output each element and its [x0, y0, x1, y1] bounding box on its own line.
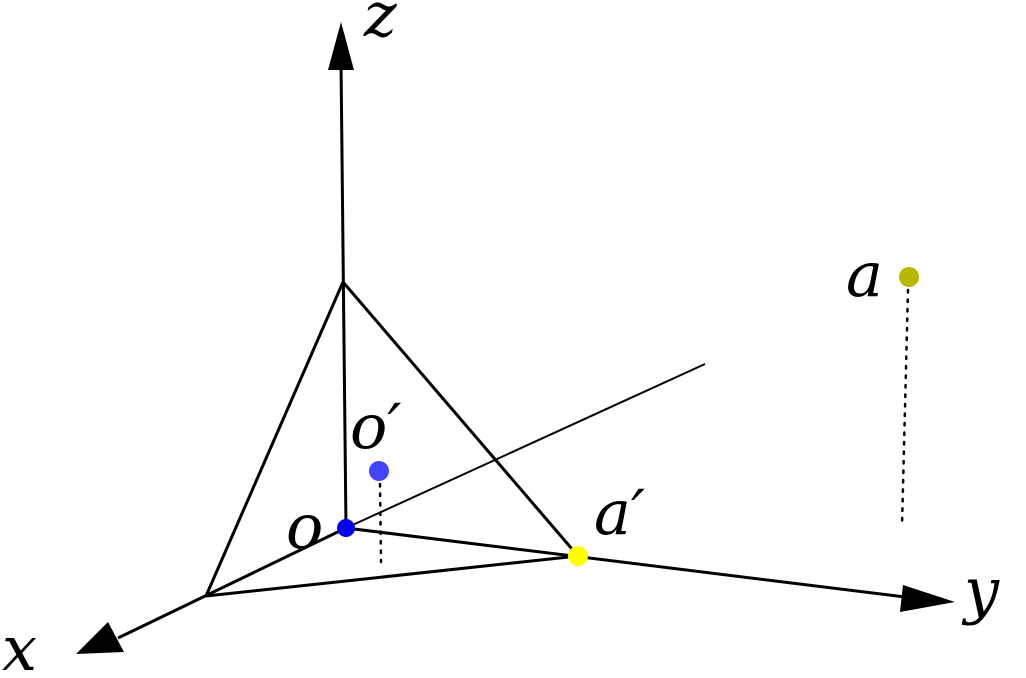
diagonal-line [345, 363, 706, 529]
z-axis-arrowhead [328, 22, 354, 70]
projection-line-o [378, 482, 383, 564]
x-axis-line [117, 526, 347, 640]
point-a-projection-label: a′ [594, 476, 645, 549]
origin-label: o [286, 490, 323, 563]
origin-projection-label: o′ [350, 390, 401, 463]
x-axis-label: x [2, 612, 37, 678]
z-axis-label: z [363, 0, 397, 51]
x-axis-arrowhead [76, 622, 124, 654]
y-axis-arrowhead [900, 585, 955, 612]
point-a-projection [568, 546, 588, 566]
z-axis-line [339, 61, 348, 529]
y-axis-label: y [961, 554, 1000, 627]
point-a-label: a [846, 238, 883, 311]
origin-point [337, 519, 355, 537]
triangle-edge-left [204, 281, 345, 597]
triangle-edge-right [341, 281, 580, 557]
projection-line-a [900, 288, 910, 528]
origin-projection-point [369, 461, 389, 481]
y-axis-line [345, 526, 906, 599]
point-a [899, 267, 919, 287]
triangle-edge-bottom [205, 554, 579, 598]
